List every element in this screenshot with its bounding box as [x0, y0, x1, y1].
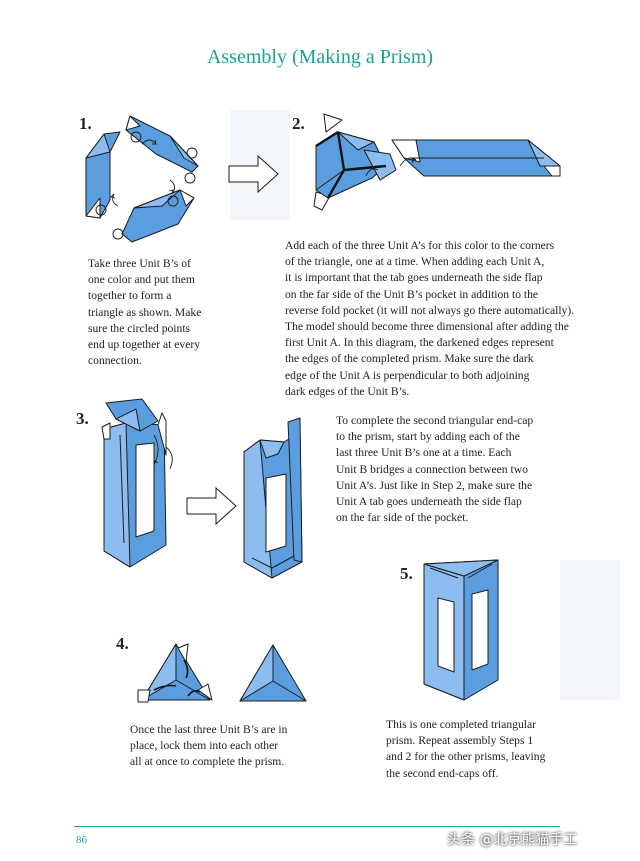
step-2-number: 2. [292, 114, 305, 133]
step-1-caption: Take three Unit B’s of one color and put… [88, 257, 202, 368]
arrow-right-icon [186, 486, 237, 526]
step-5-diagram [423, 559, 499, 701]
step-4-caption: Once the last three Unit B’s are in plac… [130, 723, 288, 769]
step-4-number: 4. [116, 634, 129, 653]
step-3-diagram-after [243, 417, 303, 579]
step-1-number: 1. [79, 114, 92, 133]
step-3-number: 3. [76, 409, 89, 428]
step-5-number: 5. [400, 564, 413, 583]
page-number: 86 [76, 834, 87, 846]
footer-rule [74, 826, 560, 827]
background-ghost [560, 560, 620, 700]
arrow-right-icon [228, 154, 279, 194]
step-3-diagram-before [101, 398, 173, 568]
page-title: Assembly (Making a Prism) [206, 46, 434, 68]
step-1-diagram [85, 115, 199, 243]
watermark: 头条 @北京熊猫手工 [447, 832, 578, 848]
step-2-diagram [313, 113, 561, 211]
step-2-caption: Add each of the three Unit A’s for this … [285, 239, 575, 398]
step-4-diagram-before [137, 643, 213, 703]
step-5-caption: This is one completed triangular prism. … [386, 718, 546, 780]
step-4-diagram-after [239, 644, 307, 702]
step-3-caption: To complete the second triangular end-ca… [336, 414, 534, 525]
